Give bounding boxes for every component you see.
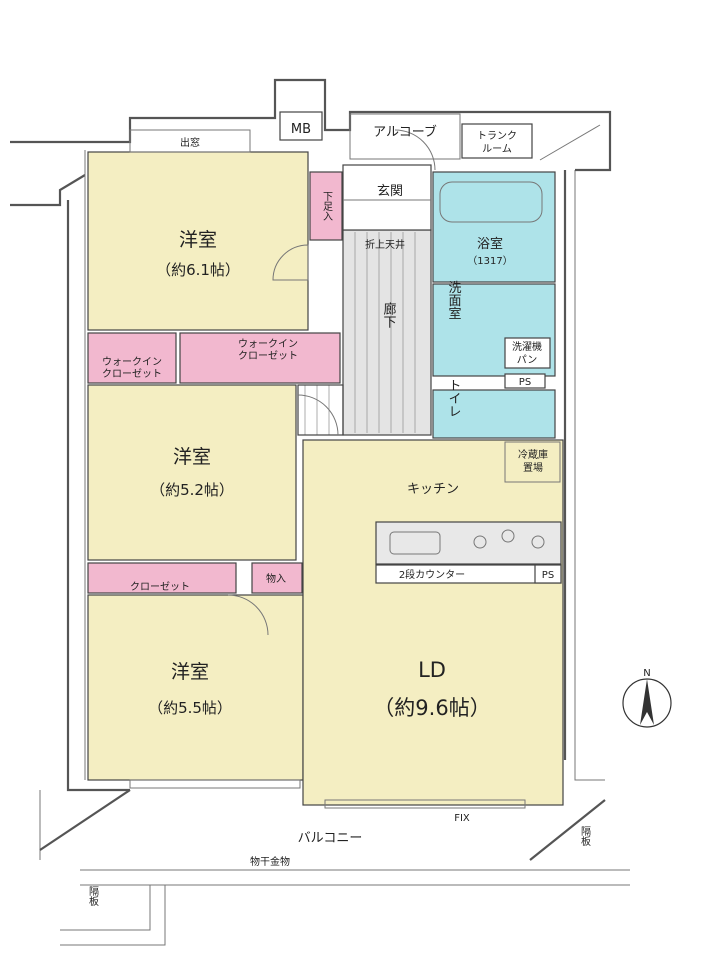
bay-window-label: 出窓 xyxy=(180,136,200,149)
toilet-label: トイレ xyxy=(446,379,461,418)
western-room-3-name: 洋室 xyxy=(171,661,209,683)
hallway-label: 廊下 xyxy=(381,301,397,328)
storage-closet xyxy=(251,562,303,594)
bathtub xyxy=(439,181,543,223)
fix-label: FIX xyxy=(454,813,470,824)
compass-north-label: N xyxy=(643,668,650,679)
laundry-label-b: パン xyxy=(517,354,538,366)
washroom-label: 洗面室 xyxy=(446,281,462,320)
closet xyxy=(87,562,237,594)
bath-size-label: （1317） xyxy=(467,255,512,267)
stove-burner xyxy=(501,529,515,543)
mb-box xyxy=(279,111,323,141)
balcony-label: バルコニー xyxy=(298,831,363,846)
western-room-1-name: 洋室 xyxy=(179,229,217,251)
fix-window xyxy=(324,799,526,809)
handrail-label: 物干金物 xyxy=(250,855,290,868)
fridge-label-b: 置場 xyxy=(523,461,543,474)
trunk-room-label-a: トランク xyxy=(477,130,517,142)
fire-escape-right-label: 隔板 xyxy=(579,826,591,847)
entrance xyxy=(342,164,432,231)
fridge-label-a: 冷蔵庫 xyxy=(518,448,548,461)
kitchen-label: キッチン xyxy=(407,482,459,497)
walkin-closet-1 xyxy=(87,332,177,384)
kitchen-counter xyxy=(375,521,562,565)
door-swing xyxy=(227,594,269,636)
hallway-flooring xyxy=(304,232,416,435)
walkin-closet-2-label-b: クローゼット xyxy=(238,350,298,362)
fridge-space xyxy=(504,441,561,483)
ps-1-label: PS xyxy=(519,377,531,388)
alcove xyxy=(349,113,461,160)
mb-label: MB xyxy=(291,122,311,137)
door-swing xyxy=(297,394,339,436)
sink xyxy=(389,531,441,555)
stove-burner xyxy=(531,535,545,549)
laundry-pan xyxy=(504,337,551,369)
door-swing xyxy=(272,244,309,281)
trunk-room xyxy=(461,123,533,159)
western-room-2-size: （約5.2帖） xyxy=(150,481,234,499)
hallway-lower xyxy=(297,384,344,436)
hallway xyxy=(342,229,432,436)
ld-name: LD xyxy=(418,658,446,682)
shoe-box xyxy=(309,171,343,241)
western-room-1 xyxy=(87,151,309,331)
compass xyxy=(622,678,672,728)
walkin-closet-1-label-b: クローゼット xyxy=(102,368,162,380)
walkin-closet-2-label-a: ウォークイン xyxy=(238,338,298,350)
living-dining xyxy=(302,439,564,806)
shoe-box-label: 下足入 xyxy=(321,191,333,221)
sliding-window xyxy=(129,779,301,789)
walkin-closet-1-label-a: ウォークイン xyxy=(102,356,162,368)
folding-ceiling-label: 折上天井 xyxy=(365,238,405,251)
western-room-3 xyxy=(87,594,304,781)
stove-burner xyxy=(473,535,487,549)
exterior-walls xyxy=(10,78,630,946)
alcove-label: アルコーブ xyxy=(373,124,437,140)
bay-window xyxy=(129,129,251,153)
bath-label: 浴室 xyxy=(477,236,503,252)
western-room-3-size: （約5.5帖） xyxy=(148,699,232,717)
toilet xyxy=(432,389,556,439)
storage-label: 物入 xyxy=(266,572,286,585)
fire-escape-left-label: 隔板 xyxy=(87,886,99,907)
walkin-closet-2 xyxy=(179,332,341,384)
ld-size: （約9.6帖） xyxy=(373,696,490,720)
laundry-label-a: 洗濯機 xyxy=(512,340,542,353)
bathroom xyxy=(432,171,556,283)
entrance-label: 玄関 xyxy=(377,184,403,199)
ps-box-1 xyxy=(504,373,546,389)
western-room-2-name: 洋室 xyxy=(173,446,211,468)
ps-2-label: PS xyxy=(542,570,554,581)
door-swing xyxy=(394,129,436,171)
western-room-2 xyxy=(87,384,297,561)
two-level-counter-label: 2段カウンター xyxy=(399,568,465,581)
closet-label: クローゼット xyxy=(130,581,190,593)
western-room-1-size: （約6.1帖） xyxy=(156,261,240,279)
ps-box-2 xyxy=(534,564,562,584)
trunk-room-label-b: ルーム xyxy=(482,143,512,155)
